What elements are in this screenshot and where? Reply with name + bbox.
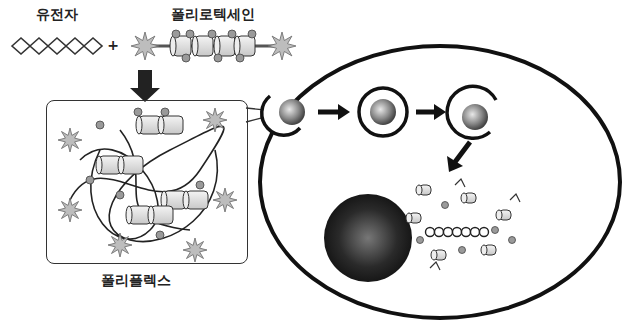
polyplex-illustration: [58, 108, 237, 262]
nucleus: [324, 194, 412, 282]
plus-sign: +: [107, 37, 119, 54]
cell-membrane: [260, 46, 620, 318]
polyplex-box: 폴리플렉스: [46, 100, 246, 291]
broken-endosome: [447, 86, 496, 138]
part-label: 폴리로텍세인: [171, 6, 255, 23]
node-caption: 폴리플렉스: [101, 272, 171, 289]
polyrotaxane: [131, 30, 296, 62]
part-label: 유전자: [36, 6, 78, 23]
released-components: [406, 179, 520, 270]
polyplex-particle: [279, 99, 305, 125]
box-outline: [46, 100, 248, 264]
gene-chain: [12, 38, 102, 54]
endosome: [359, 88, 407, 136]
down-arrow: [130, 70, 160, 102]
